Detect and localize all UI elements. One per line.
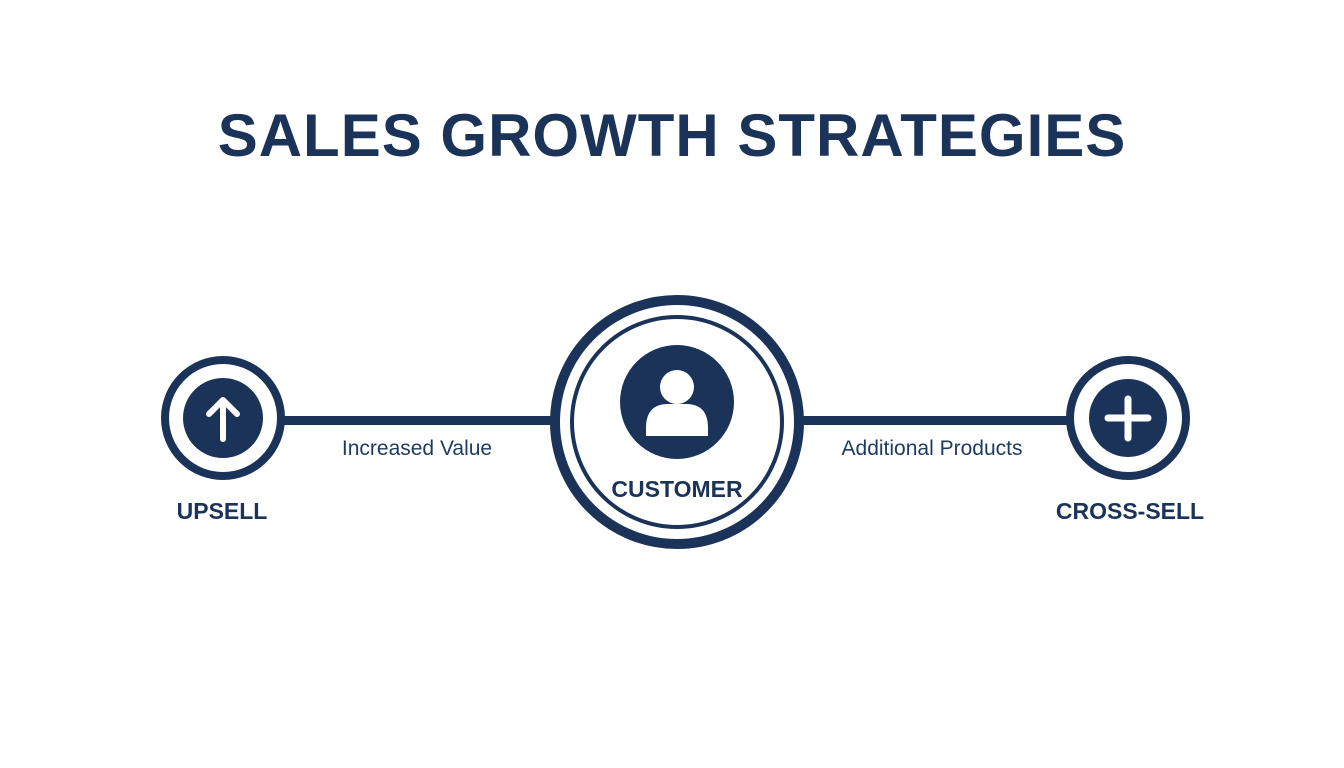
customer-label: CUSTOMER: [611, 476, 743, 502]
edge-label-additional-products: Additional Products: [841, 437, 1023, 460]
upsell-label: UPSELL: [176, 498, 268, 524]
cross-sell-node: [1066, 356, 1190, 480]
arrow-up-icon: [206, 397, 240, 442]
upsell-node: [161, 356, 285, 480]
edge-label-increased-value: Increased Value: [341, 437, 493, 460]
connector-customer-cross-sell: [802, 416, 1068, 425]
connector-upsell-customer: [284, 416, 552, 425]
person-icon: [646, 370, 708, 436]
page-title: SALES GROWTH STRATEGIES: [217, 102, 1127, 169]
plus-icon: [1104, 395, 1152, 442]
customer-node: [550, 295, 804, 549]
cross-sell-label: CROSS-SELL: [1055, 498, 1205, 524]
